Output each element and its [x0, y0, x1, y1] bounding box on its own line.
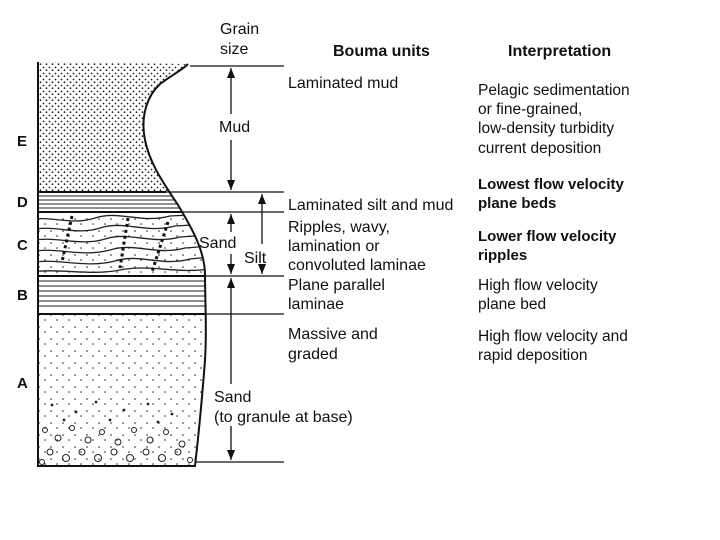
interp-d-line2: plane beds — [478, 195, 556, 212]
interp-d-line1: Lowest flow velocity — [478, 176, 625, 193]
grain-label-sand-c: Sand — [199, 235, 236, 252]
unit-d-fill — [38, 192, 206, 212]
grain-size-header-line2: size — [220, 41, 249, 58]
scale-arrowheads — [227, 68, 266, 460]
grain-label-sand-a-line1: Sand — [214, 389, 251, 406]
unit-a-coarse-dots — [50, 400, 174, 424]
unit-a-fill — [38, 314, 206, 466]
unit-letter-b: B — [17, 287, 28, 304]
unit-c-fill — [38, 212, 206, 276]
grain-label-sand-a-line2: (to granule at base) — [214, 409, 353, 426]
unit-letter-c: C — [17, 237, 28, 254]
interp-c-line2: ripples — [478, 247, 527, 264]
grain-label-silt: Silt — [244, 250, 267, 267]
sediment-column — [38, 62, 206, 466]
unit-c-foresets — [60, 215, 170, 273]
interp-a-line1: High flow velocity and — [478, 328, 628, 345]
desc-a-line1: Massive and — [288, 326, 378, 343]
unit-b-laminae — [38, 280, 206, 307]
interp-e-line1: Pelagic sedimentation — [478, 82, 630, 99]
desc-b-line2: laminae — [288, 296, 344, 313]
interp-e-line2: or fine-grained, — [478, 101, 582, 118]
grain-size-header-line1: Grain — [220, 21, 259, 38]
desc-c-line1: Ripples, wavy, — [288, 219, 390, 236]
column-outline — [37, 62, 207, 467]
desc-b-line1: Plane parallel — [288, 277, 385, 294]
grain-size-scale — [166, 65, 284, 463]
desc-c-line3: convoluted laminae — [288, 257, 426, 274]
interp-b-line1: High flow velocity — [478, 277, 598, 294]
desc-d-line1: Laminated silt and mud — [288, 197, 453, 214]
unit-boundaries — [38, 191, 206, 315]
unit-a-granules — [39, 425, 193, 465]
grain-label-mud: Mud — [219, 119, 250, 136]
interp-a-line2: rapid deposition — [478, 347, 587, 364]
interpretation-header: Interpretation — [508, 43, 611, 60]
unit-b-fill — [38, 276, 206, 314]
unit-letter-e: E — [17, 133, 27, 150]
desc-c-line2: lamination or — [288, 238, 380, 255]
interp-e-line4: current deposition — [478, 140, 601, 157]
desc-e-line1: Laminated mud — [288, 75, 398, 92]
interp-c-line1: Lower flow velocity — [478, 228, 617, 245]
interp-b-line2: plane bed — [478, 296, 546, 313]
unit-e-fill — [38, 62, 206, 192]
unit-letter-a: A — [17, 375, 28, 392]
unit-letter-d: D — [17, 194, 28, 211]
desc-a-line2: graded — [288, 346, 338, 363]
interp-e-line3: low-density turbidity — [478, 120, 614, 137]
bouma-units-header: Bouma units — [333, 43, 430, 60]
